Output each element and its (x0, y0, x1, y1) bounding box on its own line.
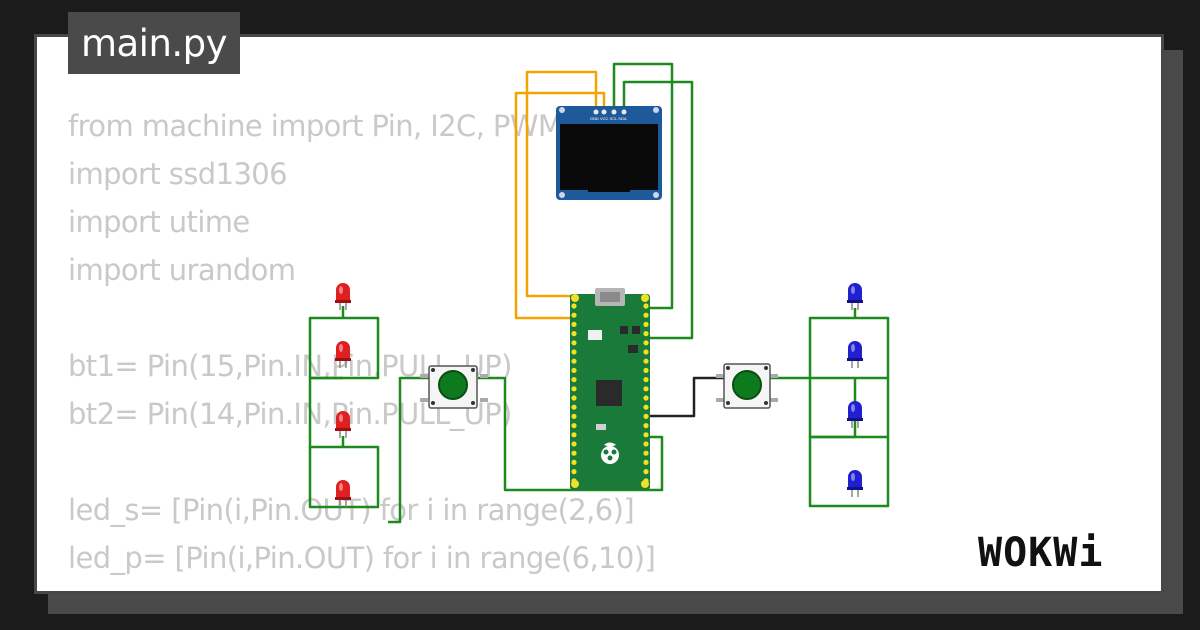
svg-text:GND VCC SCL SDA: GND VCC SCL SDA (590, 116, 627, 121)
wire-scl (612, 62, 674, 310)
pico-pin (571, 413, 577, 419)
led-red (335, 283, 351, 310)
pico-pin (571, 367, 577, 373)
pico-pin (643, 450, 649, 456)
pico-pin (643, 312, 649, 318)
pico-pin (571, 386, 577, 392)
pico-pin (571, 404, 577, 410)
pico-pin (571, 331, 577, 337)
code-line: import ssd1306 (68, 157, 288, 191)
led-red (335, 411, 351, 438)
wire-button-left (388, 376, 430, 524)
pico-pin (643, 459, 649, 465)
pico-pin (643, 441, 649, 447)
pico-pin (643, 395, 649, 401)
led-blue (847, 401, 863, 428)
wire-led-right-4 (808, 435, 890, 508)
pico-pin (571, 303, 577, 309)
pico-board (570, 288, 650, 490)
pico-pin (643, 349, 649, 355)
pico-pin (571, 358, 577, 364)
pico-pin (571, 312, 577, 318)
pico-pin (571, 432, 577, 438)
pico-pin (643, 469, 649, 475)
pico-pin (571, 441, 577, 447)
pico-pin (571, 349, 577, 355)
wire-led-left-2 (343, 316, 380, 380)
code-listing: from machine import Pin, I2C, PWM import … (68, 102, 656, 582)
svg-text:WOKWi: WOKWi (978, 530, 1103, 576)
pico-pin (643, 404, 649, 410)
pico-pin (643, 303, 649, 309)
code-line: led_p= [Pin(i,Pin.OUT) for i in range(6,… (68, 541, 656, 575)
pico-pin (643, 367, 649, 373)
pico-pin (643, 432, 649, 438)
led-red (335, 341, 351, 368)
led-red (335, 480, 351, 507)
pico-pin (643, 377, 649, 383)
wire-led-left-3 (308, 376, 343, 449)
wire-led-left-1 (308, 306, 345, 380)
pico-pin (643, 331, 649, 337)
code-line: import utime (68, 205, 250, 239)
code-line: led_s= [Pin(i,Pin.OUT) for i in range(2,… (68, 493, 635, 527)
push-button-left (420, 365, 488, 409)
wire-sda (622, 80, 694, 340)
wire-led-left-4 (308, 445, 380, 509)
wire-gnd (525, 70, 598, 298)
led-blue (847, 470, 863, 497)
pico-pin (643, 413, 649, 419)
wire-led-right-1 (808, 308, 890, 380)
wire-vcc (514, 91, 606, 320)
pico-pin (571, 321, 577, 327)
pico-pin (643, 386, 649, 392)
pico-pin (571, 469, 577, 475)
pico-pin (571, 377, 577, 383)
filename-tab[interactable]: main.py (68, 12, 240, 74)
pico-pin (643, 423, 649, 429)
wokwi-logo: WOKWi (978, 530, 1103, 576)
pico-pin (571, 459, 577, 465)
pico-pin (643, 358, 649, 364)
pico-pin (643, 321, 649, 327)
wire-button-right-gnd (648, 376, 724, 418)
pico-pin (571, 395, 577, 401)
pico-pin (571, 450, 577, 456)
pico-pin (571, 340, 577, 346)
oled-display: GND VCC SCL SDA (556, 106, 662, 200)
code-line: from machine import Pin, I2C, PWM (68, 109, 563, 143)
pico-pin (571, 423, 577, 429)
pico-pin (643, 340, 649, 346)
led-blue (847, 341, 863, 368)
push-button-right (716, 363, 778, 409)
code-line: import urandom (68, 253, 296, 287)
led-blue (847, 283, 863, 310)
